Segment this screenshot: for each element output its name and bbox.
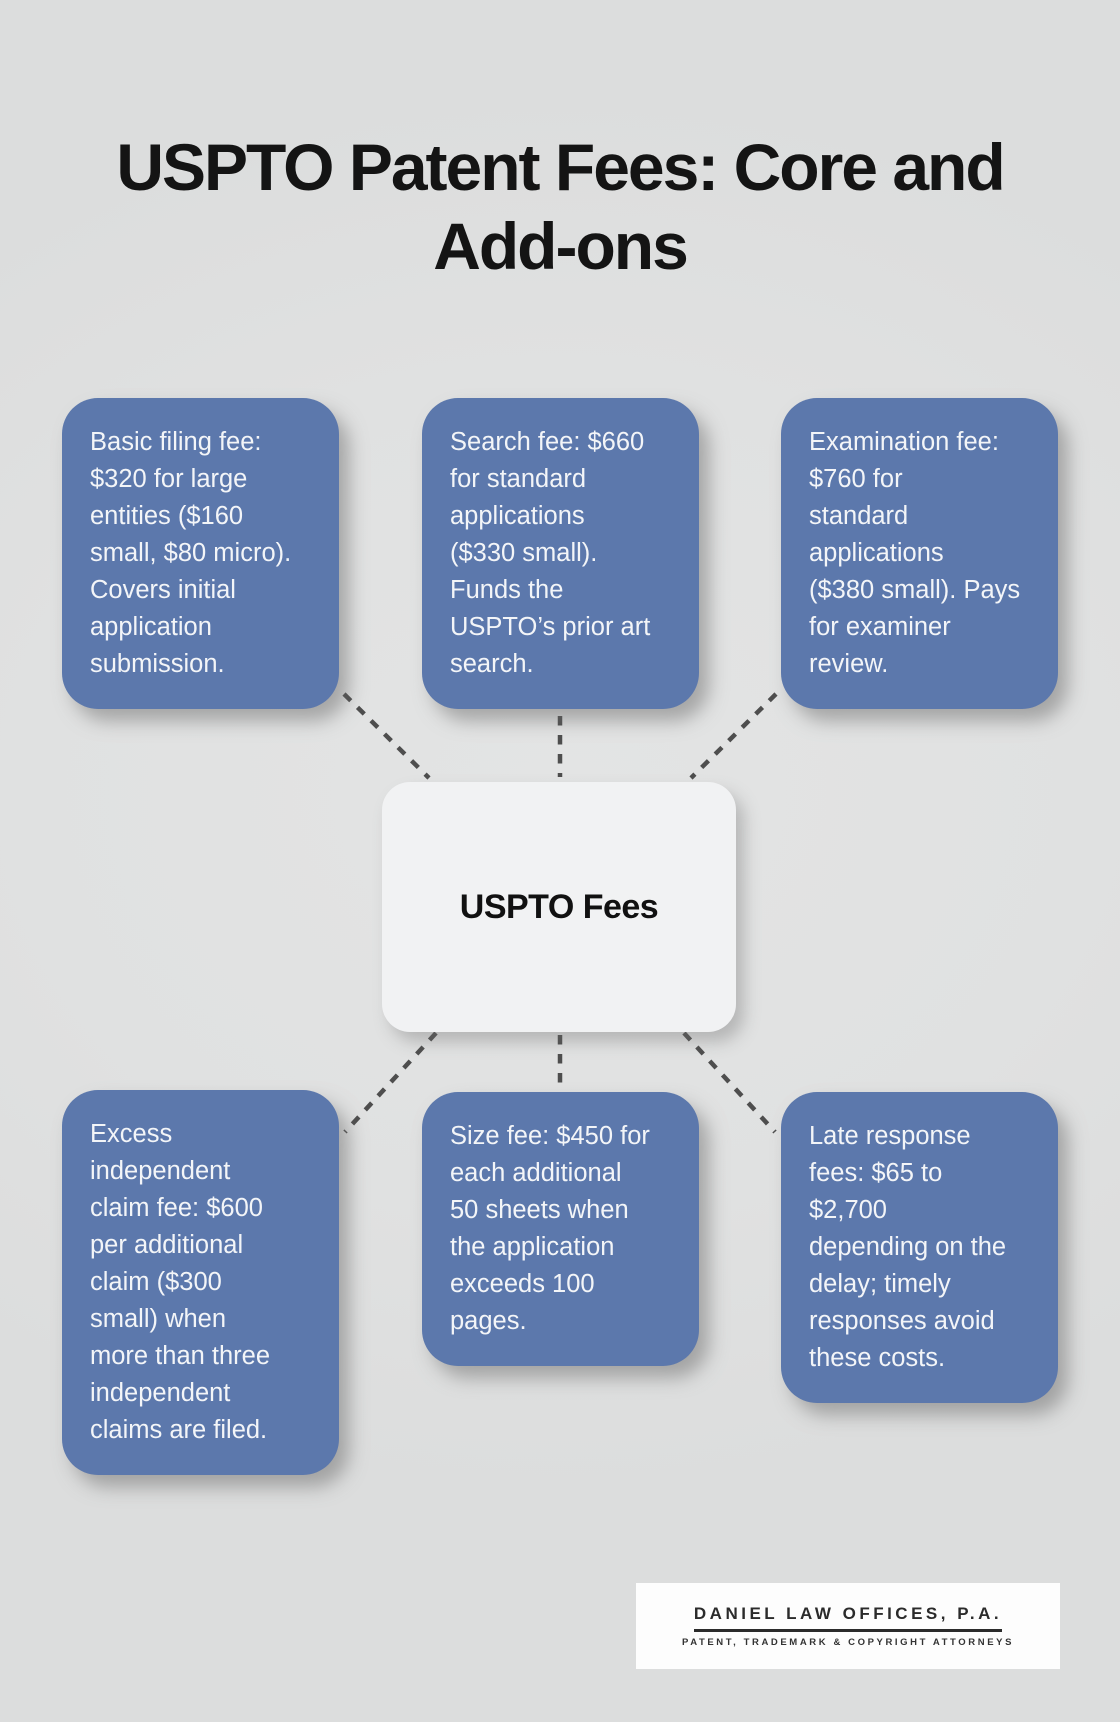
footer-logo: DANIEL LAW OFFICES, P.A. PATENT, TRADEMA… <box>636 1583 1060 1669</box>
connector-bottom-left <box>343 1031 438 1134</box>
logo-firm-name: DANIEL LAW OFFICES, P.A. <box>693 1604 1003 1632</box>
footer-logo-inner: DANIEL LAW OFFICES, P.A. PATENT, TRADEMA… <box>682 1604 1014 1648</box>
fee-card-search: Search fee: $660 for standard applicatio… <box>422 398 699 709</box>
page-title: USPTO Patent Fees: Core and Add-ons <box>116 130 1005 284</box>
connector-top-right <box>689 692 778 780</box>
connector-bottom-right <box>682 1031 777 1134</box>
central-node: USPTO Fees <box>382 782 736 1032</box>
fee-card-examination: Examination fee: $760 for standard appli… <box>781 398 1058 709</box>
fee-card-late-response: Late response fees: $65 to $2,700 depend… <box>781 1092 1058 1403</box>
fee-card-excess-claims: Excess independent claim fee: $600 per a… <box>62 1090 339 1475</box>
fee-card-size: Size fee: $450 for each additional 50 sh… <box>422 1092 699 1366</box>
logo-tagline: PATENT, TRADEMARK & COPYRIGHT ATTORNEYS <box>681 1637 1015 1648</box>
central-node-label: USPTO Fees <box>459 887 659 926</box>
connector-top-left <box>342 692 431 780</box>
fee-card-basic-filing: Basic filing fee: $320 for large entitie… <box>62 398 339 709</box>
